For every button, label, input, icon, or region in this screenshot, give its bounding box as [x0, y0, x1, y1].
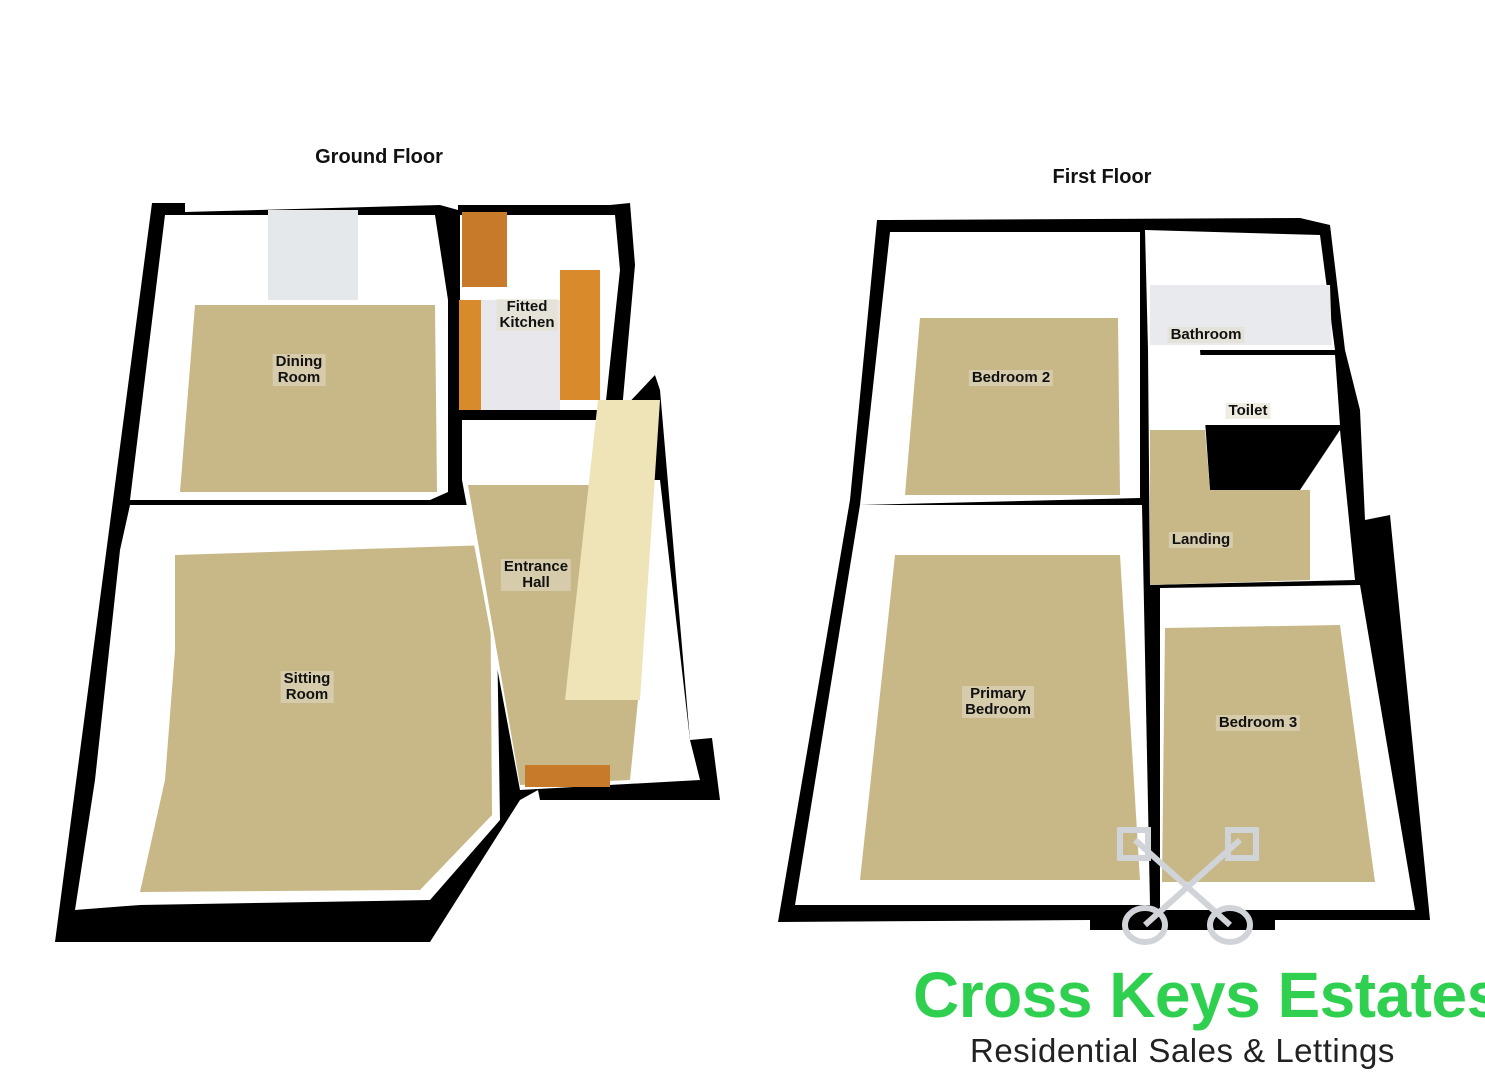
- staircase: [565, 400, 660, 700]
- room-label-toilet: Toilet: [1225, 403, 1271, 419]
- room-label-bedroom-2: Bedroom 2: [968, 370, 1054, 386]
- room-label-sitting-room: Sitting Room: [280, 671, 334, 703]
- ground-floor-plan: [55, 203, 720, 942]
- ground-floor-title: Ground Floor: [315, 146, 443, 168]
- first-floor-plan: [778, 218, 1430, 930]
- front-door: [525, 765, 610, 787]
- dining-room-floor: [180, 305, 437, 492]
- kitchen-back-door: [462, 212, 507, 287]
- room-label-primary-bedroom: Primary Bedroom: [962, 686, 1034, 718]
- bedroom-3-floor: [1162, 625, 1375, 882]
- brand-tagline: Residential Sales & Lettings: [970, 1032, 1395, 1069]
- room-label-dining-room: Dining Room: [272, 354, 326, 386]
- hall-wall: [462, 420, 600, 480]
- brand-name: Cross Keys Estates: [913, 959, 1485, 1031]
- room-label-entrance-hall: Entrance Hall: [500, 559, 572, 591]
- room-label-fitted-kitchen: Fitted Kitchen: [496, 299, 558, 331]
- patio-doors: [268, 210, 358, 300]
- worktop-left: [459, 300, 481, 410]
- worktop-right: [560, 270, 600, 400]
- crossed-keys-icon: [1117, 827, 1259, 945]
- bedroom-2-floor: [905, 318, 1120, 495]
- room-label-bathroom: Bathroom: [1167, 327, 1245, 343]
- room-label-landing: Landing: [1168, 532, 1234, 548]
- first-floor-title: First Floor: [1052, 166, 1152, 188]
- sitting-room-floor: [140, 545, 492, 892]
- room-label-bedroom-3: Bedroom 3: [1215, 715, 1301, 731]
